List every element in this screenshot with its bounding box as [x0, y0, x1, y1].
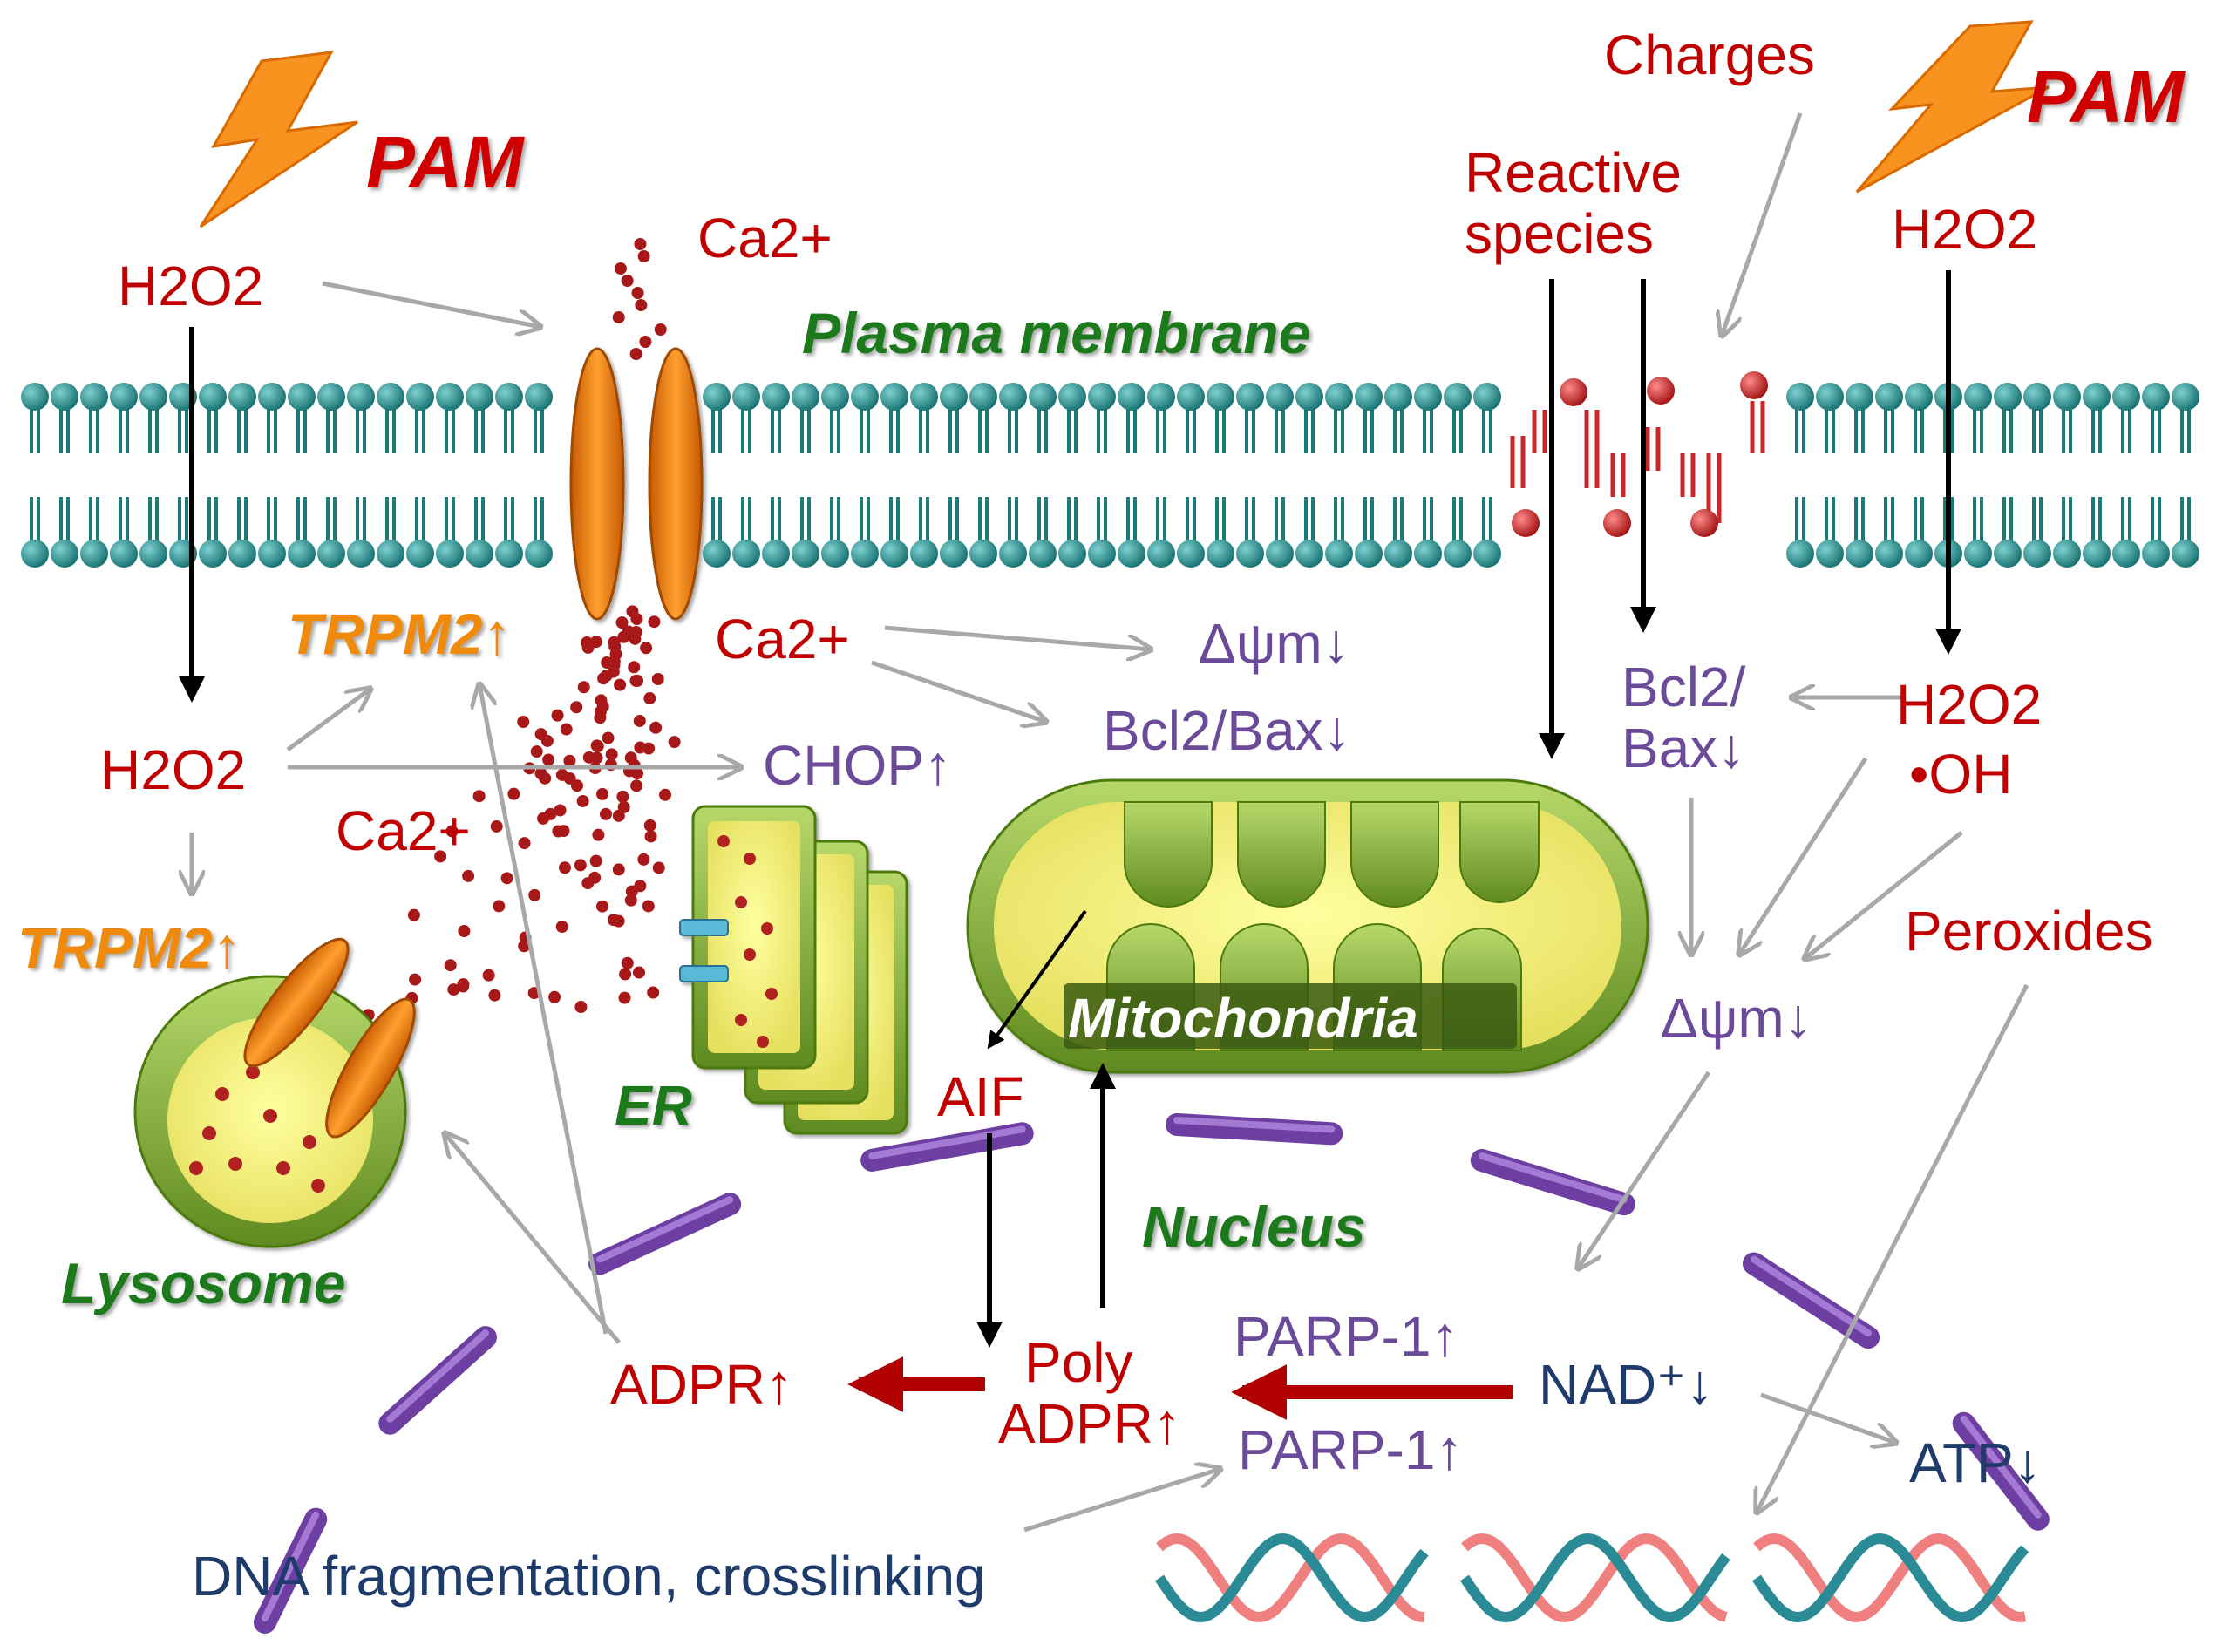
lysosome	[133, 937, 416, 1248]
h2o2-label-top-left: H2O2	[118, 255, 263, 317]
peroxides-label: Peroxides	[1905, 900, 2153, 962]
bcl2-bax-label-mid: Bcl2/Bax↓	[1103, 699, 1351, 762]
poly-label-1: Poly	[1024, 1331, 1133, 1394]
h2o2-label-top-right: H2O2	[1892, 198, 2037, 261]
bcl2-label-right-2: Bax↓	[1621, 717, 1745, 779]
damaged-lipid-region	[1510, 371, 1768, 537]
lightning-bolt-left-icon	[199, 51, 358, 228]
delta-psi-label-mid: Δψm↓	[1199, 612, 1350, 675]
dna-label: DNA fragmentation, crosslinking	[192, 1545, 986, 1608]
reactive-species-label-2: species	[1465, 202, 1654, 265]
dna-helix-strands	[1155, 1533, 2029, 1623]
calcium-ion-dots	[319, 238, 681, 1026]
trpm2-label-lower: TRPM2↑	[17, 915, 241, 980]
arrow-ca-to-delta-psi	[884, 625, 1151, 649]
trpm2-label-upper: TRPM2↑	[288, 602, 512, 666]
arrow-h2o2-to-delta-psi-1	[1739, 757, 1868, 955]
reactive-species-label-1: Reactive	[1465, 141, 1682, 204]
ca-label-top: Ca2+	[697, 207, 833, 269]
h2o2-label-left-mid: H2O2	[100, 738, 246, 801]
arrow-delta-psi-to-nad	[1578, 1071, 1711, 1268]
mitochondria-label: Mitochondria	[1068, 987, 1418, 1050]
arrow-mito-to-aif	[987, 909, 1087, 1050]
plasma-membrane-bilayer	[21, 383, 2199, 568]
pam-label-right: PAM	[2027, 56, 2186, 138]
nad-label: NAD⁺↓	[1539, 1353, 1714, 1416]
poly-label-2: ADPR↑	[998, 1392, 1181, 1455]
arrow-nad-to-atp	[1760, 1392, 1896, 1443]
bcl2-label-right-1: Bcl2/	[1621, 656, 1746, 718]
arrow-h2o2-to-trpm2-upper	[286, 689, 370, 752]
chop-label: CHOP↑	[763, 734, 952, 797]
lysosome-label: Lysosome	[61, 1251, 345, 1315]
arrow-h2o2-to-trpm2-channel	[322, 281, 540, 327]
arrow-oh-to-delta-psi	[1805, 831, 1963, 959]
lightning-bolt-right-icon	[1855, 20, 2050, 194]
arrow-adpr-to-lysosome	[445, 1133, 621, 1344]
nuclear-envelope	[253, 1113, 2050, 1634]
pam-label-left: PAM	[366, 121, 525, 203]
plasma-membrane-label: Plasma membrane	[802, 301, 1310, 365]
arrow-dna-to-parp	[1023, 1469, 1220, 1533]
delta-psi-label-right: Δψm↓	[1661, 987, 1812, 1050]
arrow-ca-to-bcl2	[871, 660, 1046, 722]
mitochondrion	[966, 778, 1649, 1074]
arrow-charges-to-membrane	[1722, 112, 1803, 336]
oh-label-right: •OH	[1909, 743, 2012, 806]
arrow-peroxides-to-dna	[1757, 983, 2029, 1513]
parp-label-lower: PARP-1↑	[1238, 1418, 1463, 1481]
nucleus-label: Nucleus	[1142, 1194, 1366, 1259]
endoplasmic-reticulum	[679, 805, 908, 1135]
charges-label: Charges	[1604, 24, 1815, 86]
atp-label: ATP↓	[1909, 1431, 2042, 1494]
adpr-label: ADPR↑	[610, 1353, 793, 1416]
aif-label: AIF	[937, 1065, 1024, 1128]
h2o2-label-right-mid: H2O2	[1896, 673, 2042, 736]
ca-label-low: Ca2+	[336, 799, 471, 862]
ca-label-mid: Ca2+	[715, 608, 850, 670]
er-label: ER	[615, 1074, 692, 1137]
trpm2-channel-membrane	[569, 347, 704, 621]
arrow-adpr-to-trpm2	[479, 684, 608, 1335]
parp-label-upper: PARP-1↑	[1234, 1305, 1458, 1368]
